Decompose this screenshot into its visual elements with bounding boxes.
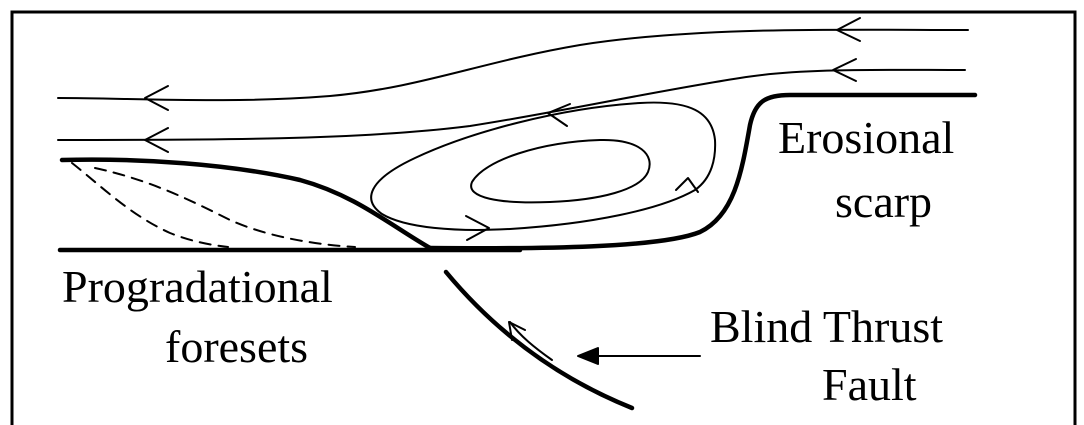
label-progradational: Progradational [62,261,333,312]
label-scarp: scarp [835,176,932,227]
flow-arrow-3 [145,86,168,110]
eddy-arrow-top [548,104,570,126]
eddy-arrow-bottom [466,216,489,240]
label-blind-thrust: Blind Thrust [710,301,943,352]
foreset-dashed-2 [95,168,355,247]
flow-line-upper-1 [58,30,968,101]
foreset-dashed-1 [72,163,228,247]
eddy-inner-loop [471,140,650,202]
eddy-outer-loop [371,103,715,230]
fault-pointer-arrowhead [578,348,598,364]
blind-thrust-fault-line [446,272,632,408]
label-erosional: Erosional [778,112,954,163]
label-foresets: foresets [165,321,308,372]
label-fault: Fault [822,359,917,410]
